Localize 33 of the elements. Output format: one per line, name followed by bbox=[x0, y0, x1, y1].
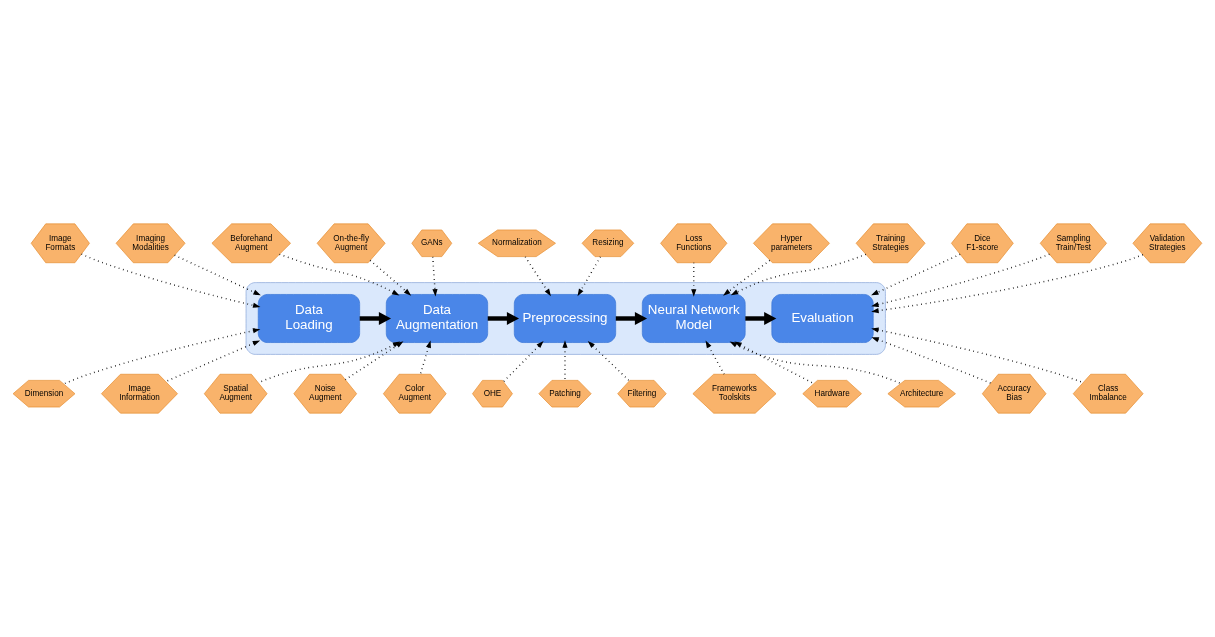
node-box: Evaluation bbox=[771, 294, 874, 343]
node-box: Data Loading bbox=[257, 294, 360, 343]
arrow bbox=[871, 327, 1084, 384]
arrow bbox=[369, 259, 412, 296]
arrow bbox=[487, 312, 520, 325]
arrow bbox=[63, 328, 261, 385]
node-box: Preprocessing bbox=[513, 294, 617, 343]
arrow bbox=[165, 340, 261, 383]
arrow bbox=[729, 341, 902, 385]
arrow bbox=[734, 341, 815, 385]
arrow bbox=[587, 341, 630, 382]
arrow bbox=[871, 253, 1144, 314]
arrow bbox=[615, 312, 648, 325]
arrow bbox=[419, 340, 431, 375]
arrow bbox=[723, 259, 771, 296]
arrow bbox=[745, 312, 777, 325]
arrow bbox=[502, 340, 544, 383]
arrow bbox=[80, 253, 261, 308]
arrow bbox=[871, 337, 992, 384]
arrow bbox=[524, 256, 551, 297]
arrow bbox=[431, 256, 438, 297]
arrow bbox=[871, 253, 961, 296]
arrow bbox=[730, 253, 867, 296]
arrow bbox=[344, 341, 404, 381]
arrow bbox=[577, 256, 602, 297]
arrow bbox=[173, 254, 261, 296]
arrow bbox=[705, 340, 725, 375]
cluster bbox=[245, 282, 886, 355]
arrow bbox=[278, 253, 400, 296]
arrow bbox=[359, 312, 392, 325]
node-box: Data Augmentation bbox=[385, 294, 489, 343]
node-box: Neural Network Model bbox=[641, 294, 746, 343]
arrow bbox=[562, 340, 568, 382]
